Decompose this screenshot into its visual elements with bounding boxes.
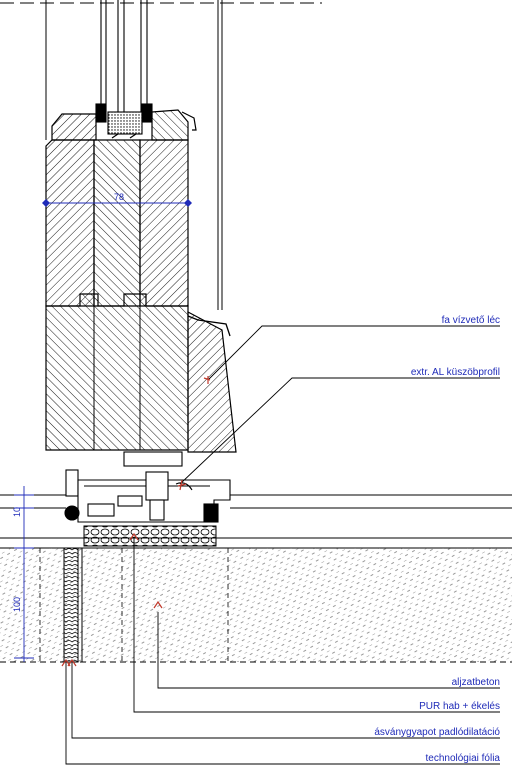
threshold-profile xyxy=(64,451,231,523)
leader-arrows xyxy=(61,376,211,667)
vertical-dimensions xyxy=(14,486,34,662)
label-pur-hab: PUR hab + ékelés xyxy=(419,701,500,712)
glazing xyxy=(95,0,153,139)
wall-jamb-lines xyxy=(45,0,223,310)
bead-clip xyxy=(181,111,197,131)
pur-foam xyxy=(83,525,217,547)
label-asvanygyapot: ásványgyapot padlódilatáció xyxy=(374,727,500,738)
glazing-bead xyxy=(51,113,97,141)
concrete-slab xyxy=(0,548,512,662)
leader-lines xyxy=(65,325,500,765)
mineral-wool xyxy=(63,547,79,663)
slab-dimension-text: 100 xyxy=(12,597,22,612)
label-extr-al-kuszobprofil: extr. AL küszöbprofil xyxy=(411,367,500,378)
frame-depth-text: 78 xyxy=(114,192,124,202)
floor-lines xyxy=(0,494,512,549)
drip-rail-clip xyxy=(187,315,231,337)
glazing-bead-right xyxy=(151,109,189,141)
sash-upper xyxy=(45,139,189,307)
label-fa-vizveto-lec: fa vízvető léc xyxy=(442,315,500,326)
gap-dimension-text: 10 xyxy=(12,507,22,517)
frame-lower xyxy=(45,293,237,453)
label-technologiai-folia: technológiai fólia xyxy=(426,753,501,764)
label-aljzatbeton: aljzatbeton xyxy=(452,677,500,688)
frame-depth-dimension: 78 xyxy=(42,192,192,207)
